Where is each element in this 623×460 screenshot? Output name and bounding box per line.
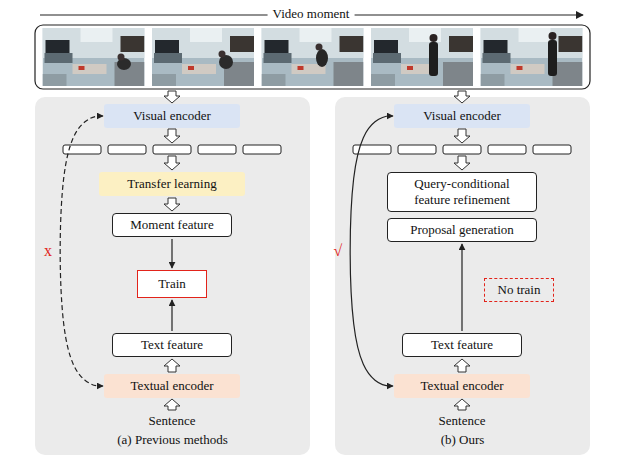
process-box: Proposal generation bbox=[387, 218, 537, 242]
feature-box: Text feature bbox=[402, 333, 522, 357]
hollow-arrow bbox=[164, 129, 180, 143]
person bbox=[316, 49, 328, 67]
video-frame bbox=[43, 28, 145, 86]
curved-arrow bbox=[350, 116, 393, 386]
panel-caption: (b) Ours bbox=[335, 432, 590, 448]
video-frame bbox=[262, 28, 364, 86]
feature-bar bbox=[198, 145, 236, 154]
arrow bbox=[461, 244, 462, 331]
arrow bbox=[171, 239, 172, 268]
person bbox=[316, 44, 323, 51]
box-label: Query-conditional feature refinement bbox=[396, 176, 528, 207]
hollow-arrow bbox=[454, 156, 470, 170]
box-label: Textual encoder bbox=[420, 378, 503, 394]
video-frame bbox=[371, 28, 473, 86]
feature-bar bbox=[398, 145, 436, 154]
train-box: Train bbox=[137, 270, 207, 298]
feature-bar bbox=[153, 145, 191, 154]
box-label: Moment feature bbox=[130, 217, 213, 233]
hollow-arrow bbox=[164, 399, 180, 410]
panel-caption: (a) Previous methods bbox=[35, 432, 310, 448]
hollow-arrow bbox=[454, 91, 470, 103]
person bbox=[118, 54, 125, 61]
person bbox=[429, 42, 438, 76]
box-label: Transfer learning bbox=[127, 176, 216, 192]
video-frames bbox=[43, 28, 583, 86]
encoder-box: Textual encoder bbox=[104, 374, 240, 398]
box-label: Train bbox=[158, 276, 186, 292]
frames-frame bbox=[35, 25, 590, 89]
input-label: Sentence bbox=[439, 413, 486, 429]
hollow-arrow bbox=[454, 129, 470, 143]
video-frame bbox=[152, 28, 254, 86]
hollow-arrow bbox=[454, 359, 470, 372]
note-box: No train bbox=[484, 278, 554, 302]
box-label: Text feature bbox=[141, 337, 203, 353]
feature-bars bbox=[63, 145, 571, 154]
box-label: Visual encoder bbox=[133, 108, 211, 124]
hollow-arrows bbox=[164, 91, 470, 410]
panel-ground bbox=[335, 97, 590, 455]
process-box: Transfer learning bbox=[99, 172, 245, 196]
hollow-arrow bbox=[164, 198, 180, 211]
hollow-arrow bbox=[164, 156, 180, 170]
curved-arrow bbox=[60, 116, 103, 386]
arrow bbox=[171, 300, 172, 331]
feature-box: Text feature bbox=[112, 333, 232, 357]
hollow-arrow bbox=[164, 359, 180, 372]
box-label: Proposal generation bbox=[410, 222, 514, 238]
edge-mark: √ bbox=[334, 241, 343, 260]
person bbox=[430, 34, 438, 42]
person bbox=[549, 32, 557, 40]
hollow-arrow bbox=[164, 91, 180, 103]
axis-title: Video moment bbox=[268, 6, 355, 22]
edge-mark: x bbox=[44, 241, 52, 260]
box-label: Textual encoder bbox=[130, 378, 213, 394]
feature-bar bbox=[443, 145, 481, 154]
video-frame bbox=[481, 28, 583, 86]
feature-box: Moment feature bbox=[112, 213, 232, 237]
feature-bar bbox=[243, 145, 281, 154]
person bbox=[219, 51, 226, 58]
feature-bar bbox=[533, 145, 571, 154]
box-label: Visual encoder bbox=[423, 108, 501, 124]
feature-bar bbox=[108, 145, 146, 154]
encoder-box: Visual encoder bbox=[394, 104, 530, 128]
input-label: Sentence bbox=[149, 413, 196, 429]
method-panel: (a) Previous methods Visual encoderTransf… bbox=[35, 97, 310, 455]
encoder-box: Textual encoder bbox=[394, 374, 530, 398]
panel-ground bbox=[35, 97, 310, 455]
box-label: No train bbox=[498, 282, 541, 298]
feature-bar bbox=[488, 145, 526, 154]
box-label: Text feature bbox=[431, 337, 493, 353]
encoder-box: Visual encoder bbox=[104, 104, 240, 128]
method-panel: (b) Ours Visual encoderQuery-conditional … bbox=[335, 97, 590, 455]
hollow-arrow bbox=[454, 399, 470, 410]
process-box: Query-conditional feature refinement bbox=[387, 172, 537, 212]
person bbox=[548, 40, 557, 76]
